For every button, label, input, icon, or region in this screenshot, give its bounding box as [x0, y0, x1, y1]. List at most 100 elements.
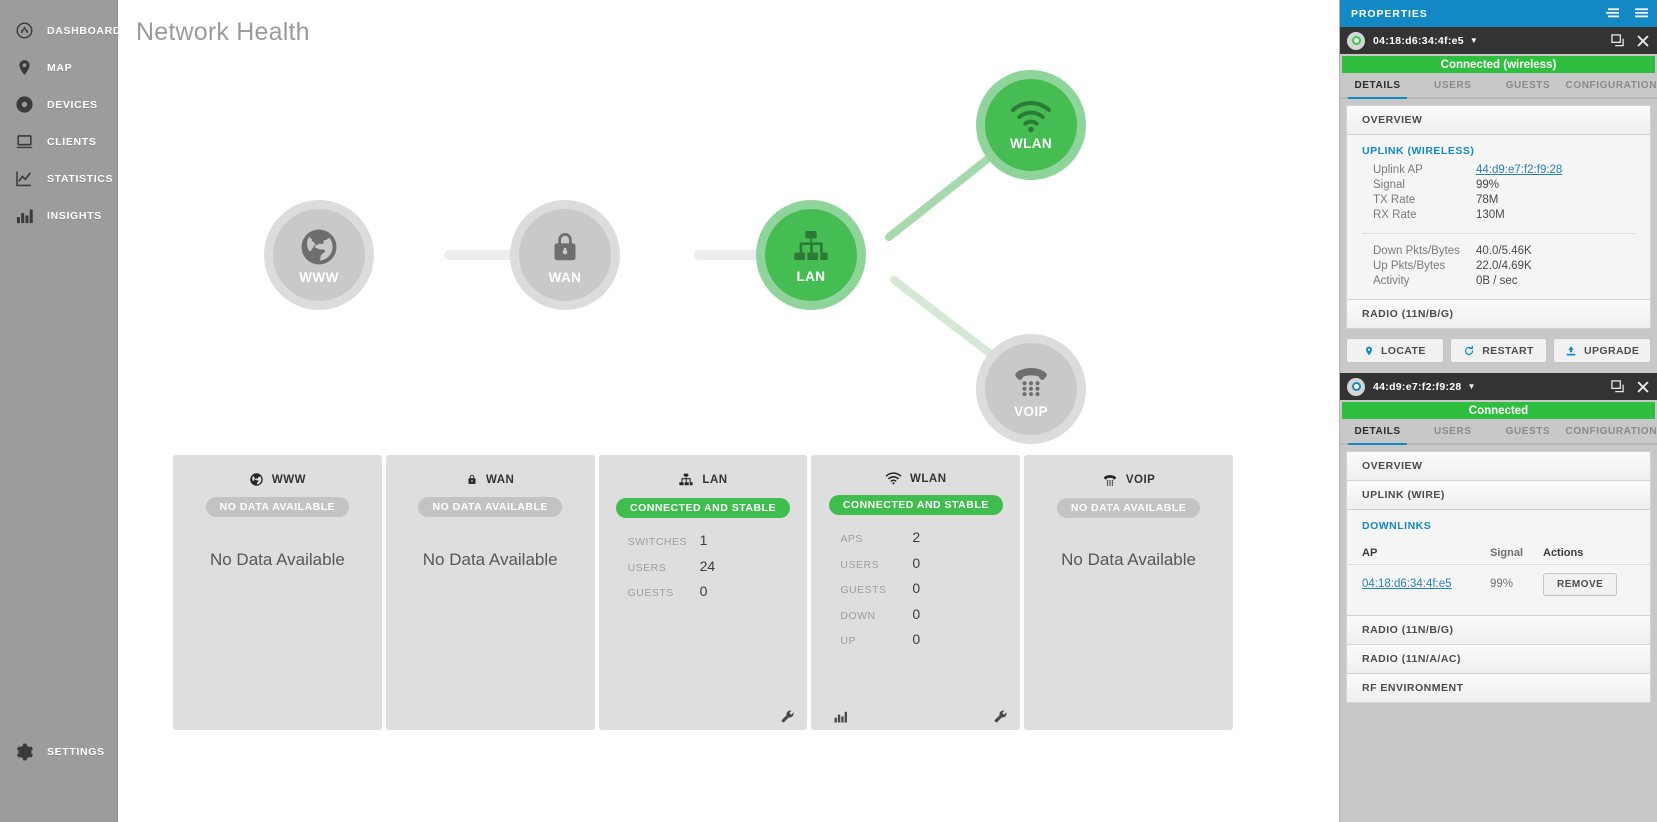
- close-icon[interactable]: [1637, 35, 1649, 47]
- wrench-icon[interactable]: [993, 709, 1008, 724]
- sidebar-item-label: CLIENTS: [47, 135, 97, 148]
- section-radio-11naac: RADIO (11N/A/AC): [1346, 644, 1651, 673]
- kv-row: Activity 0B / sec: [1347, 273, 1650, 288]
- stat-value: 1: [699, 532, 708, 548]
- sidebar-item-dashboard[interactable]: DASHBOARD: [0, 12, 120, 49]
- sidebar-item-settings[interactable]: SETTINGS: [0, 733, 118, 770]
- chevron-down-icon[interactable]: ▼: [1469, 36, 1478, 45]
- tab-users[interactable]: USERS: [1434, 79, 1472, 91]
- stat-row: GUESTS 0: [628, 583, 779, 609]
- laptop-icon: [13, 131, 35, 153]
- status-card-row: WWW NO DATA AVAILABLE No Data Available …: [173, 455, 1233, 730]
- card-header: LAN: [599, 472, 808, 488]
- topology-node-label: WAN: [548, 269, 582, 285]
- topology-node-lan[interactable]: LAN: [756, 200, 866, 310]
- tab-guests[interactable]: GUESTS: [1505, 79, 1551, 91]
- wrench-icon[interactable]: [780, 709, 795, 724]
- kv-value: 40.0/5.46K: [1476, 244, 1532, 257]
- topology-node-wlan[interactable]: WLAN: [976, 70, 1086, 180]
- sidebar-item-label: DASHBOARD: [47, 24, 122, 37]
- card-title: LAN: [702, 474, 728, 486]
- status-led-blue: [1347, 377, 1365, 396]
- card-title: WLAN: [910, 472, 947, 485]
- section-downlinks: DOWNLINKS AP Signal Actions 04:18:d6:34:…: [1346, 509, 1651, 615]
- sidebar-item-insights[interactable]: INSIGHTS: [0, 197, 117, 234]
- section-header[interactable]: RADIO (11N/A/AC): [1347, 645, 1650, 673]
- restart-button[interactable]: RESTART: [1449, 338, 1548, 363]
- sidebar-nav: DASHBOARD MAP DEVICES: [0, 0, 120, 234]
- topology-node-www[interactable]: WWW: [264, 200, 374, 310]
- sidebar-item-label: SETTINGS: [47, 745, 105, 758]
- phone-icon: [1102, 472, 1118, 488]
- sidebar-item-clients[interactable]: CLIENTS: [0, 123, 117, 160]
- chevron-down-icon[interactable]: ▼: [1467, 382, 1476, 391]
- divider: [1362, 233, 1635, 234]
- table-row: 04:18:d6:34:4f:e5 99% REMOVE: [1347, 565, 1650, 603]
- tab-configuration[interactable]: CONFIGURATION: [1565, 425, 1657, 437]
- sidebar-item-statistics[interactable]: STATISTICS: [0, 160, 117, 197]
- stat-value: 0: [912, 605, 921, 622]
- network-icon: [791, 227, 831, 267]
- kv-value: 0B / sec: [1476, 274, 1518, 287]
- sidebar-item-label: INSIGHTS: [47, 209, 102, 222]
- tab-details[interactable]: DETAILS: [1340, 73, 1415, 99]
- refresh-icon: [1463, 345, 1475, 357]
- tab-details[interactable]: DETAILS: [1340, 419, 1415, 445]
- section-radio-11nbg: RADIO (11N/B/G): [1346, 299, 1651, 329]
- section-header[interactable]: UPLINK (WIRE): [1347, 481, 1650, 509]
- upgrade-button[interactable]: UPGRADE: [1553, 338, 1652, 363]
- popout-icon[interactable]: [1611, 380, 1624, 393]
- subsection-title: UPLINK (WIRELESS): [1362, 145, 1475, 157]
- locate-button[interactable]: LOCATE: [1346, 338, 1444, 363]
- sidebar-item-devices[interactable]: DEVICES: [0, 86, 117, 123]
- section-header[interactable]: RADIO (11N/B/G): [1347, 616, 1650, 644]
- kv-key: Up Pkts/Bytes: [1373, 259, 1446, 272]
- stat-key: UP: [840, 635, 856, 647]
- kv-key: Signal: [1373, 178, 1405, 191]
- status-badge: CONNECTED AND STABLE: [616, 498, 790, 518]
- popout-icon[interactable]: [1611, 34, 1624, 47]
- section-header[interactable]: RADIO (11N/B/G): [1347, 300, 1650, 328]
- tab-users[interactable]: USERS: [1434, 425, 1472, 437]
- card-chart-button[interactable]: [833, 709, 848, 724]
- uplink-ap-link[interactable]: 44:d9:e7:f2:f9:28: [1476, 163, 1563, 176]
- section-header[interactable]: OVERVIEW: [1347, 106, 1650, 134]
- device-titlebar: 44:d9:e7:f2:f9:28 ▼: [1340, 373, 1657, 400]
- status-card-www: WWW NO DATA AVAILABLE No Data Available: [173, 455, 382, 730]
- device-mac: 04:18:d6:34:4f:e5: [1373, 34, 1464, 47]
- topology-node-wan[interactable]: WAN: [510, 200, 620, 310]
- wifi-icon: [1009, 100, 1053, 134]
- sidebar-item-map[interactable]: MAP: [0, 49, 117, 86]
- network-topology-diagram: WWW WAN: [119, 52, 1251, 472]
- kv-key: Uplink AP: [1373, 163, 1423, 176]
- stat-key: DOWN: [840, 609, 876, 622]
- section-header[interactable]: RF ENVIRONMENT: [1347, 674, 1650, 702]
- card-header: WAN: [386, 472, 595, 487]
- column-header-signal: Signal: [1490, 546, 1524, 559]
- kv-row: Down Pkts/Bytes 40.0/5.46K: [1347, 243, 1650, 258]
- stat-row: USERS 24: [628, 558, 779, 584]
- section-header[interactable]: OVERVIEW: [1347, 452, 1650, 480]
- stat-row: UP 0: [840, 631, 991, 657]
- downlinks-table: AP Signal Actions 04:18:d6:34:4f:e5 99% …: [1347, 537, 1650, 615]
- tab-configuration[interactable]: CONFIGURATION: [1565, 79, 1657, 91]
- map-pin-icon: [1364, 345, 1374, 357]
- details-sections: OVERVIEW UPLINK (WIRE) DOWNLINKS AP Sign…: [1340, 445, 1657, 703]
- menu-icon[interactable]: [1634, 8, 1649, 19]
- gauge-icon: [13, 20, 35, 42]
- cell-actions: REMOVE: [1543, 572, 1635, 596]
- topology-node-voip[interactable]: VOIP: [976, 334, 1086, 444]
- remove-button[interactable]: REMOVE: [1543, 572, 1618, 596]
- kv-key: Activity: [1373, 274, 1410, 287]
- kv-row: Signal 99%: [1347, 177, 1650, 192]
- stat-value: 24: [699, 557, 716, 574]
- filter-list-icon[interactable]: [1606, 8, 1621, 19]
- device-panel-1: 04:18:d6:34:4f:e5 ▼ Connected (wireless)…: [1340, 27, 1657, 373]
- close-icon[interactable]: [1637, 381, 1649, 393]
- stat-key: APS: [840, 533, 863, 545]
- bar-chart-icon[interactable]: [833, 709, 848, 724]
- downlink-ap-link[interactable]: 04:18:d6:34:4f:e5: [1362, 578, 1452, 590]
- column-header-ap: AP: [1362, 546, 1378, 559]
- tab-guests[interactable]: GUESTS: [1505, 425, 1551, 437]
- wifi-icon: [885, 472, 902, 485]
